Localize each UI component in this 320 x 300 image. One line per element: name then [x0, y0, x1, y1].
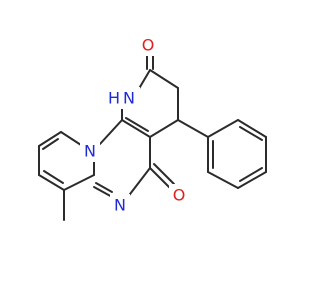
bond-layer	[38, 52, 267, 221]
bond-n11-c10	[60, 131, 82, 146]
o-top-label-bg	[138, 34, 158, 56]
bond-c10-c9	[38, 131, 62, 147]
bond-c5-n6	[126, 167, 151, 199]
bond-c8-c7-double	[43, 170, 64, 184]
n-bridge-label-bg	[80, 140, 100, 162]
nh-label-bg	[106, 87, 140, 109]
bond-c4-c4a	[149, 119, 179, 138]
bond-c8-c7	[38, 174, 65, 191]
molecule-diagram: O H N N N O	[38, 34, 267, 221]
bond-c10-c9-double	[42, 138, 59, 150]
bond-n11-c10b	[99, 119, 123, 145]
oxygen-atom-top: O	[142, 36, 155, 55]
bond-ph-4	[237, 171, 267, 189]
nitrogen-atom-nh: N	[123, 89, 135, 108]
bond-ph-2-double	[239, 126, 263, 141]
bond-c2-c3	[149, 69, 179, 89]
bond-ph-5	[207, 171, 239, 189]
bond-c4-ph	[177, 119, 209, 138]
nitrogen-atom-bridgehead: N	[84, 142, 96, 161]
bond-c5-o-double	[153, 163, 175, 185]
bond-ph-4-double	[239, 167, 263, 182]
bond-ph-2	[237, 119, 267, 138]
oxygen-atom-bottom: O	[173, 186, 186, 205]
bond-c7-c6a	[63, 174, 95, 191]
o-bottom-label-bg	[169, 184, 189, 206]
bond-c4a-c10b	[121, 119, 151, 138]
n-imine-label-bg	[110, 194, 130, 216]
bond-c5-o	[149, 167, 171, 189]
atom-label-layer: O H N N N O	[80, 34, 189, 216]
bond-n6-c6a-double	[95, 182, 113, 193]
nitrogen-atom-imine: N	[114, 196, 126, 215]
nitrogen-h-atom-symbol: H	[108, 89, 120, 108]
bond-c4a-c10b-double	[125, 117, 149, 132]
bond-ph-1	[207, 119, 239, 138]
